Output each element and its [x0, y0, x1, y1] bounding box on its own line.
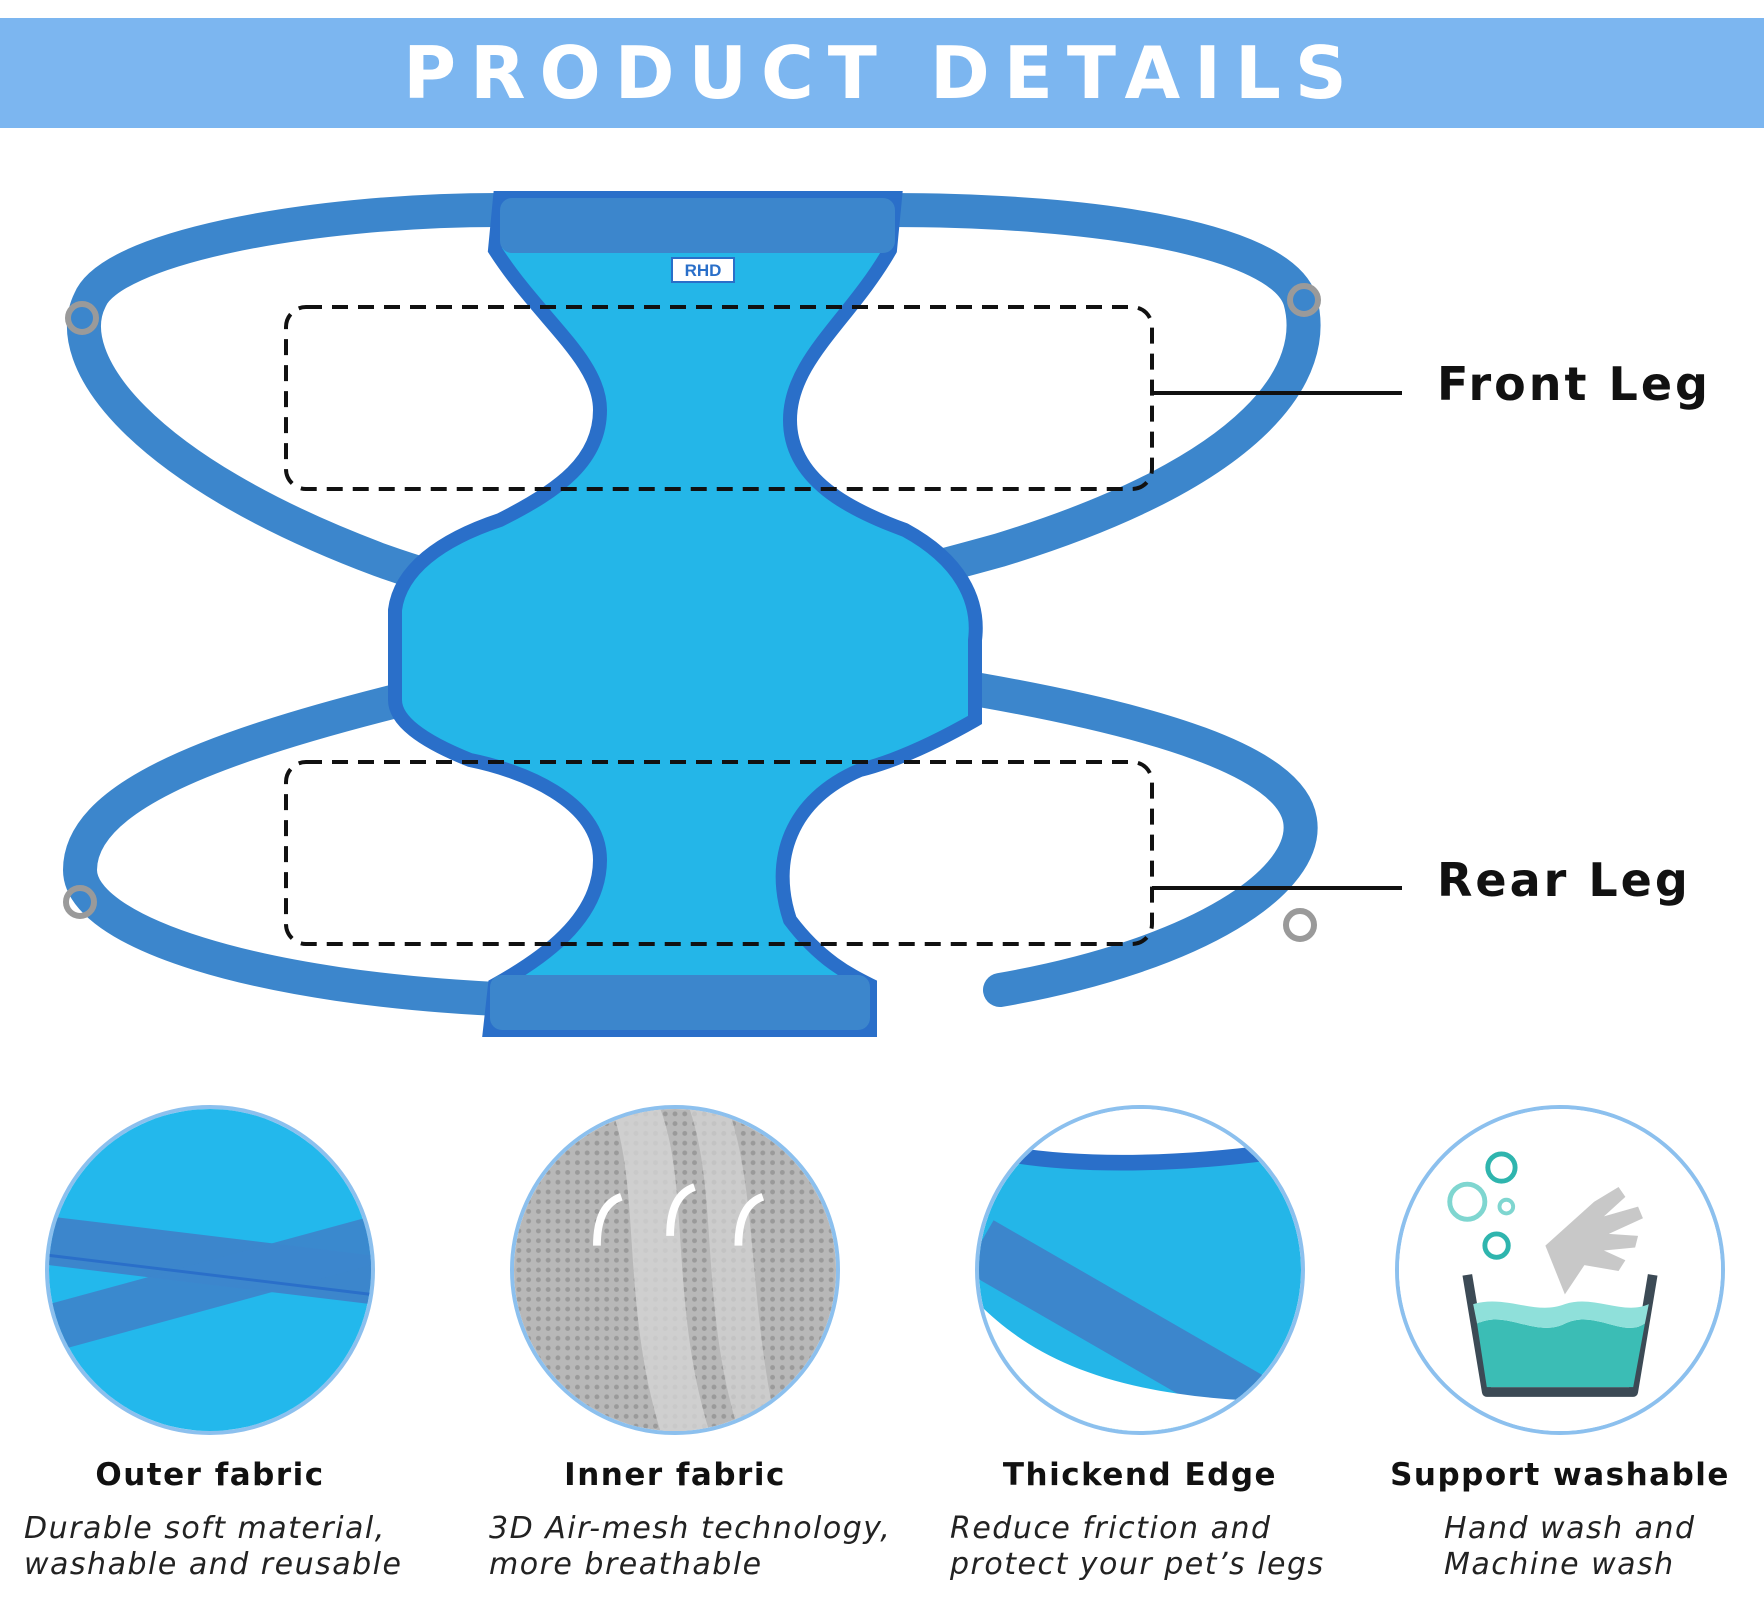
rear-leg-box — [284, 760, 1154, 946]
feature-description: Hand wash and Machine wash — [1350, 1511, 1764, 1583]
feature-desc-line: Machine wash — [1444, 1547, 1675, 1582]
feature-title: Inner fabric — [564, 1457, 786, 1493]
thick-edge-image — [979, 1109, 1301, 1431]
outer-fabric-image — [49, 1109, 371, 1431]
feature-desc-line: protect your pet’s legs — [950, 1547, 1325, 1582]
feature-desc-line: Durable soft material, — [24, 1511, 386, 1546]
feature-desc-line: washable and reusable — [24, 1547, 403, 1582]
inner-fabric-closeup — [510, 1105, 840, 1435]
brand-tag-label: RHD — [685, 261, 722, 280]
feature-title: Thickend Edge — [1002, 1457, 1278, 1493]
feature-desc-line: 3D Air-mesh technology, — [489, 1511, 892, 1546]
brand-tag — [671, 257, 735, 283]
feature-description: Reduce friction and protect your pet’s l… — [930, 1511, 1350, 1583]
d-rings — [63, 283, 1321, 942]
feature-title: Outer fabric — [95, 1457, 325, 1493]
edge-closeup — [975, 1105, 1305, 1435]
wash-basin-icon — [1399, 1109, 1721, 1431]
feature-inner-fabric: Inner fabric 3D Air-mesh technology, mor… — [465, 1105, 892, 1583]
feature-desc-line: Reduce friction and — [950, 1511, 1272, 1546]
feature-description: 3D Air-mesh technology, more breathable — [465, 1511, 892, 1583]
top-binding — [500, 198, 895, 253]
air-mesh-image — [514, 1109, 836, 1431]
harness-fabric — [388, 191, 983, 1037]
front-leg-box — [284, 305, 1154, 491]
header-banner: PRODUCT DETAILS — [0, 18, 1764, 128]
outer-fabric-closeup — [45, 1105, 375, 1435]
feature-title: Support washable — [1390, 1457, 1730, 1493]
feature-outer-fabric: Outer fabric Durable soft material, wash… — [0, 1105, 420, 1583]
feature-description: Durable soft material, washable and reus… — [0, 1511, 420, 1583]
front-leg-label: Front Leg — [1437, 357, 1711, 411]
feature-thickened-edge: Thickend Edge Reduce friction and protec… — [930, 1105, 1350, 1583]
feature-desc-line: Hand wash and — [1444, 1511, 1696, 1546]
harness-product-image: RHD — [62, 191, 1402, 1037]
rear-leg-label: Rear Leg — [1437, 853, 1691, 907]
feature-washable: Support washable Hand wash and Machine w… — [1350, 1105, 1764, 1583]
bottom-binding — [490, 975, 870, 1030]
page-title: PRODUCT DETAILS — [403, 31, 1361, 115]
washable-illustration — [1395, 1105, 1725, 1435]
feature-desc-line: more breathable — [489, 1547, 763, 1582]
